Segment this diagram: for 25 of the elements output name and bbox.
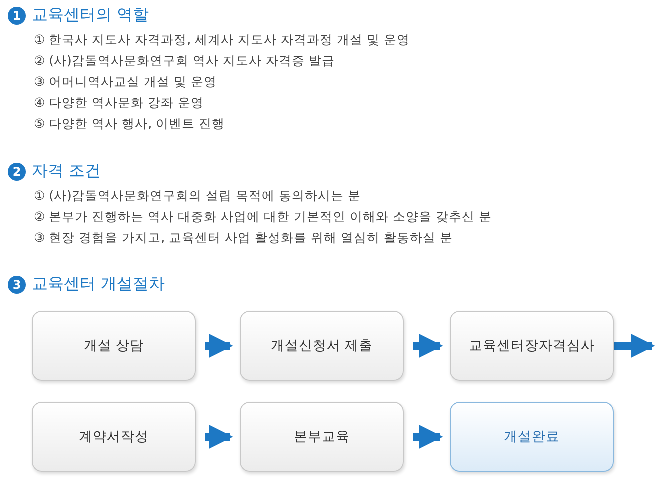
arrow (205, 425, 234, 449)
number-badge: 1 (8, 7, 26, 25)
list-item: ④ 다양한 역사문화 강좌 운영 (34, 95, 204, 112)
process-box: 개설신청서 제출 (240, 311, 404, 381)
arrow (413, 334, 444, 358)
section-heading: 교육센터의 역할 (32, 5, 150, 26)
arrow (413, 425, 444, 449)
number-badge: 3 (8, 276, 26, 294)
list-item: ③ 현장 경험을 가지고, 교육센터 사업 활성화를 위해 열심히 활동하실 분 (34, 230, 453, 247)
arrow (205, 334, 234, 358)
section-heading: 자격 조건 (32, 161, 102, 182)
process-box: 계약서작성 (32, 402, 196, 472)
process-box: 개설완료 (450, 402, 614, 472)
list-item: ② (사)감돌역사문화연구회 역사 지도사 자격증 발급 (34, 53, 335, 70)
process-box: 교육센터장자격심사 (450, 311, 614, 381)
number-badge: 2 (8, 163, 26, 181)
section-heading: 교육센터 개설절차 (32, 274, 166, 295)
list-item: ③ 어머니역사교실 개설 및 운영 (34, 74, 218, 91)
process-box: 본부교육 (240, 402, 404, 472)
process-box: 개설 상담 (32, 311, 196, 381)
arrow (614, 334, 656, 358)
list-item: ① 한국사 지도사 자격과정, 세계사 지도사 자격과정 개설 및 운영 (34, 32, 410, 49)
list-item: ① (사)감돌역사문화연구회의 설립 목적에 동의하시는 분 (34, 188, 361, 205)
list-item: ② 본부가 진행하는 역사 대중화 사업에 대한 기본적인 이해와 소양을 갖추신 분 (34, 209, 492, 226)
list-item: ⑤ 다양한 역사 행사, 이벤트 진행 (34, 116, 226, 133)
